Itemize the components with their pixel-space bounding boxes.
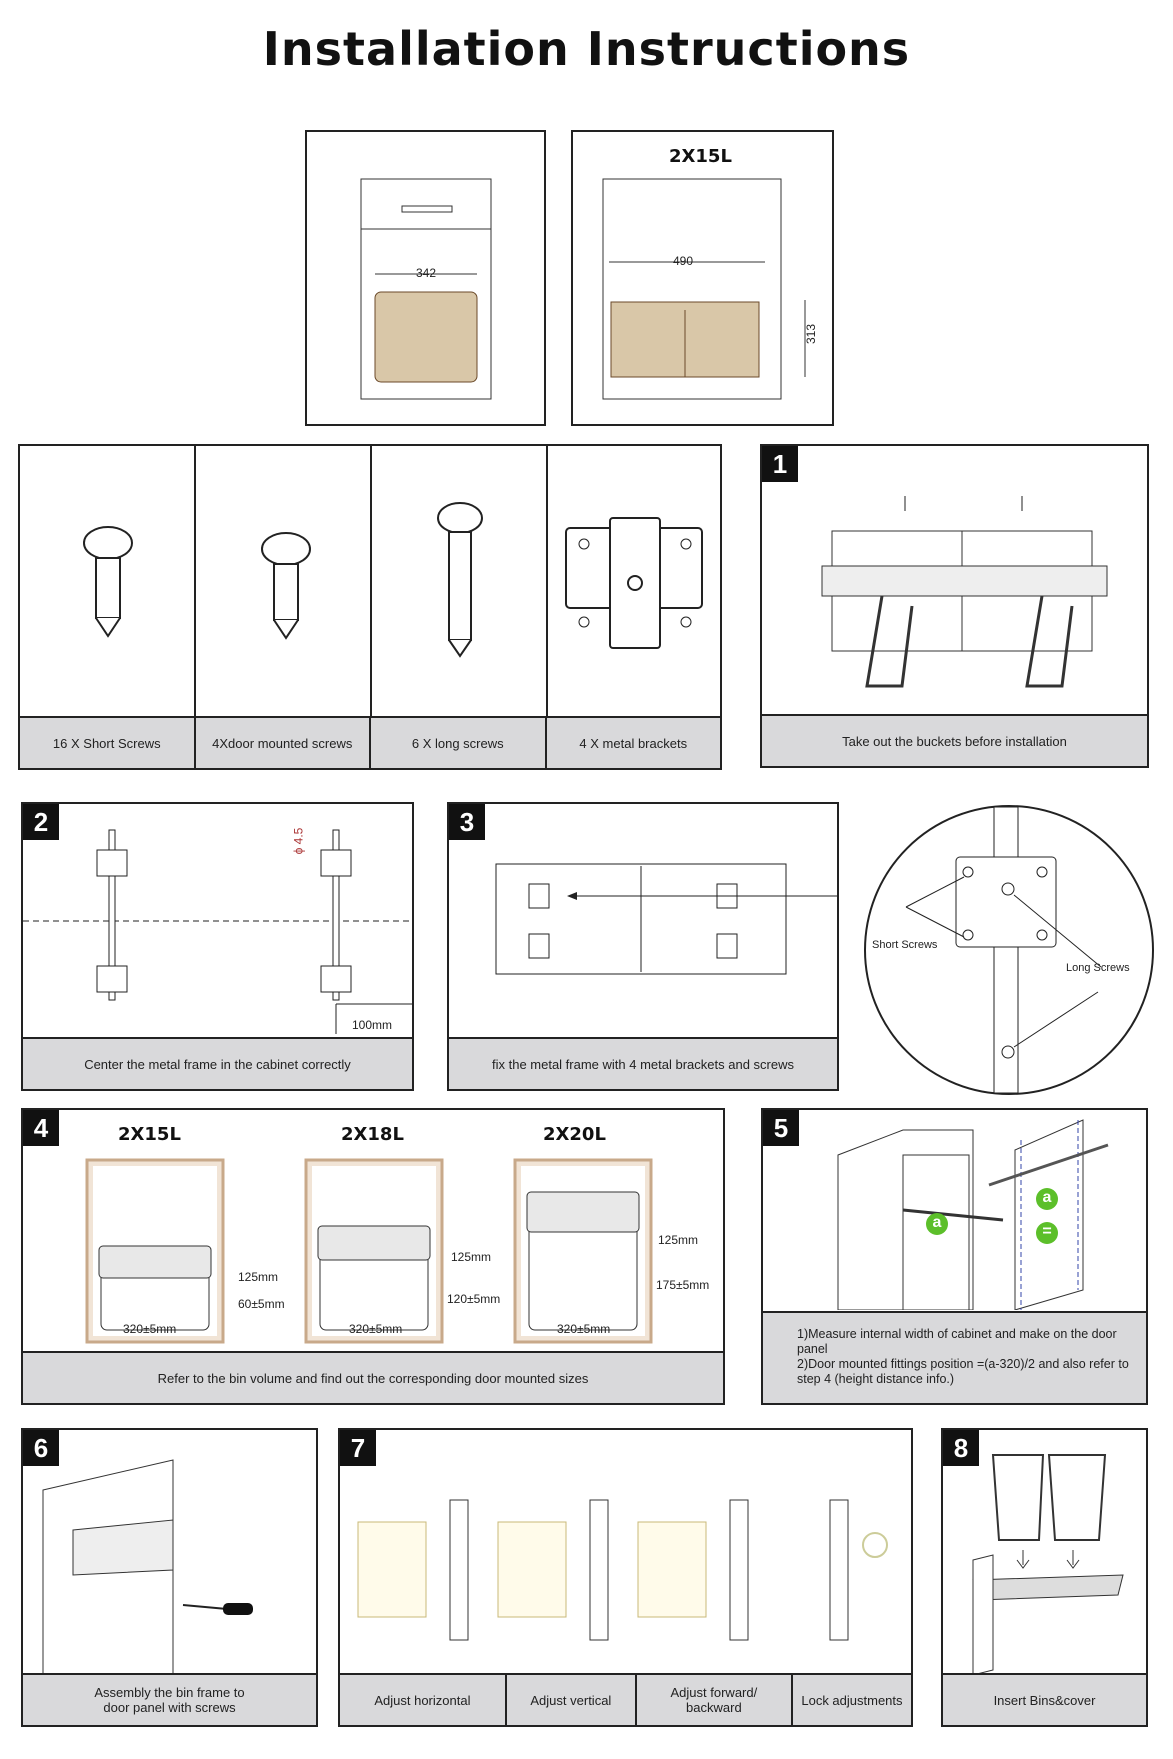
mark-equal: = xyxy=(1036,1222,1058,1244)
bracket-detail-drawing xyxy=(905,807,1102,1093)
short-screws-label: Short Screws xyxy=(872,939,938,951)
step-caption: 1)Measure internal width of cabinet and … xyxy=(763,1311,1146,1403)
step-1: 1 Take out the buckets before installati… xyxy=(760,444,1149,768)
width-dimension: 342 xyxy=(416,266,437,280)
part-door-screws: 4Xdoor mounted screws xyxy=(195,718,371,768)
adjust-vertical-label: Adjust vertical xyxy=(506,1675,637,1725)
step-number: 5 xyxy=(763,1110,799,1146)
step-number: 6 xyxy=(23,1430,59,1466)
instruction-line-1: 1)Measure internal width of cabinet and … xyxy=(797,1327,1117,1356)
long-screw-icon xyxy=(437,502,483,658)
step-caption: Assembly the bin frame to door panel wit… xyxy=(23,1673,316,1725)
lock-icon xyxy=(862,1532,888,1558)
step-caption: Refer to the bin volume and find out the… xyxy=(23,1351,723,1403)
dimension: 125mm xyxy=(451,1250,492,1264)
cabinet-front-drawing xyxy=(360,178,492,400)
step-caption: Take out the buckets before installation xyxy=(762,714,1147,766)
mark-a-door: a xyxy=(1036,1188,1058,1210)
door-screw-icon xyxy=(261,532,311,640)
model-name: 2X18L xyxy=(341,1124,404,1145)
step-number: 4 xyxy=(23,1110,59,1146)
part-short-screws: 16 X Short Screws xyxy=(20,718,196,768)
bracket-fixing-drawing xyxy=(495,863,837,975)
step-caption: fix the metal frame with 4 metal bracket… xyxy=(449,1037,837,1089)
page-title: Installation Instructions xyxy=(262,22,911,76)
measure-cabinet-drawing xyxy=(837,1119,1109,1310)
dimension: 125mm xyxy=(658,1233,699,1247)
dimension: 320±5mm xyxy=(557,1322,611,1336)
dimension: 125mm xyxy=(238,1270,279,1284)
dimension: 175±5mm xyxy=(656,1278,710,1292)
step-number: 3 xyxy=(449,804,485,840)
step-4: 4 2X15L 125mm 60±5mm 320±5mm 2X18L 125mm… xyxy=(21,1108,725,1405)
adjust-horizontal-label: Adjust horizontal xyxy=(340,1675,507,1725)
cabinet-side-drawing xyxy=(602,178,806,400)
adjust-forward-backward-label: Adjust forward/ backward xyxy=(636,1675,793,1725)
model-label: 2X15L xyxy=(669,146,732,167)
metal-bracket-icon xyxy=(565,517,703,649)
dimension: 60±5mm xyxy=(238,1297,285,1311)
step-2: 2 ϕ 4.5 100mm Center the metal frame in … xyxy=(21,802,414,1091)
dimension: 320±5mm xyxy=(123,1322,177,1336)
step-number: 7 xyxy=(340,1430,376,1466)
overview-side-view: 2X15L 490 313 xyxy=(571,130,834,426)
bin-size-drawings xyxy=(85,1158,653,1344)
lock-adjustments-label: Lock adjustments xyxy=(792,1675,911,1725)
long-screws-label: Long Screws xyxy=(1066,962,1130,974)
height-dimension: 313 xyxy=(804,323,819,345)
instruction-line-2: 2)Door mounted fittings position =(a-320… xyxy=(797,1357,1129,1386)
step-number: 1 xyxy=(762,446,798,482)
bracket-detail-circle: Short Screws Long Screws xyxy=(864,805,1154,1095)
parts-list: 16 X Short Screws 4Xdoor mounted screws … xyxy=(18,444,722,770)
overview-front-view: 342 xyxy=(305,130,546,426)
step-8: 8 Insert Bins&cover xyxy=(941,1428,1148,1727)
short-screw-icon xyxy=(83,526,133,638)
model-name: 2X20L xyxy=(543,1124,606,1145)
adjustment-drawings xyxy=(357,1499,888,1641)
dimension: 120±5mm xyxy=(447,1292,501,1306)
hole-diameter: ϕ 4.5 xyxy=(291,827,306,855)
step-number: 2 xyxy=(23,804,59,840)
width-dimension: 490 xyxy=(673,254,694,268)
step-6: 6 Assembly the bin frame to door panel w… xyxy=(21,1428,318,1727)
frame-to-door-drawing xyxy=(42,1459,253,1675)
dimension: 320±5mm xyxy=(349,1322,403,1336)
step-number: 8 xyxy=(943,1430,979,1466)
part-metal-brackets: 4 X metal brackets xyxy=(546,718,720,768)
offset-dimension: 100mm xyxy=(352,1018,393,1032)
parts-drawings xyxy=(83,502,703,658)
part-long-screws: 6 X long screws xyxy=(371,718,547,768)
frame-centering-drawing xyxy=(23,829,412,1034)
buckets-frame-drawing xyxy=(821,496,1108,688)
step-7: 7 Adjust horizontal Adjust vertical Adju… xyxy=(338,1428,913,1727)
insert-bins-drawing xyxy=(972,1454,1124,1675)
step-caption: Insert Bins&cover xyxy=(943,1673,1146,1725)
mark-a-cabinet: a xyxy=(926,1213,948,1235)
step-5: 5 a a = 1)Measure internal width of cabi… xyxy=(761,1108,1148,1405)
model-name: 2X15L xyxy=(118,1124,181,1145)
step-3: 3 fix the metal frame with 4 metal brack… xyxy=(447,802,839,1091)
step-caption: Center the metal frame in the cabinet co… xyxy=(23,1037,412,1089)
